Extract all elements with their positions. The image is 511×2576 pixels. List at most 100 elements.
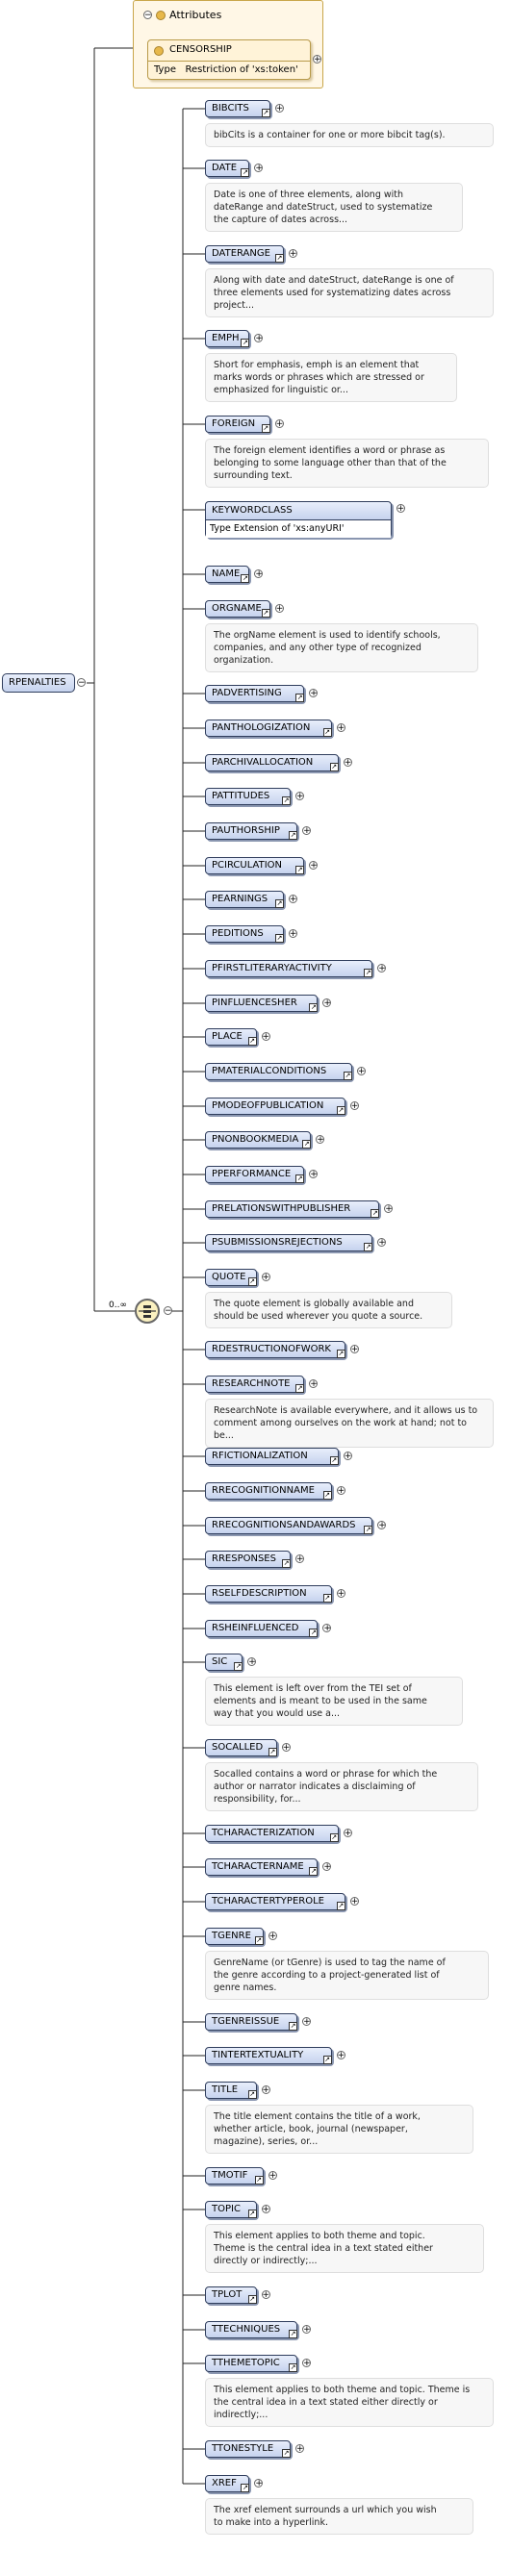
element-daterange[interactable]: DATERANGE↗ <box>205 245 284 263</box>
element-prelationswithpublisher[interactable]: PRELATIONSWITHPUBLISHER↗ <box>205 1200 380 1218</box>
expand-icon[interactable]: + <box>295 792 304 801</box>
element-topic[interactable]: TOPIC↗ <box>205 2201 257 2218</box>
element-psubmissionsrejections[interactable]: PSUBMISSIONSREJECTIONS↗ <box>205 1234 373 1251</box>
expand-icon[interactable]: + <box>349 1897 359 1907</box>
root-element[interactable]: RPENALTIES <box>2 673 75 693</box>
expand-icon[interactable]: + <box>268 2171 277 2181</box>
expand-icon[interactable]: + <box>309 689 319 698</box>
expand-icon[interactable]: + <box>377 964 387 973</box>
expand-icon[interactable]: + <box>349 1101 359 1111</box>
expand-icon[interactable]: + <box>254 164 264 173</box>
element-pmaterialconditions[interactable]: PMATERIALCONDITIONS↗ <box>205 1063 352 1080</box>
expand-icon[interactable]: + <box>322 1624 332 1633</box>
element-rdestructionofwork[interactable]: RDESTRUCTIONOFWORK↗ <box>205 1341 345 1358</box>
element-ttonestyle[interactable]: TTONESTYLE↗ <box>205 2440 291 2458</box>
element-rselfdescription[interactable]: RSELFDESCRIPTION↗ <box>205 1585 332 1603</box>
element-peditions[interactable]: PEDITIONS↗ <box>205 925 284 943</box>
element-title[interactable]: TITLE↗ <box>205 2082 257 2099</box>
expand-icon[interactable]: + <box>302 2325 312 2335</box>
expand-icon[interactable]: + <box>302 2017 312 2027</box>
expand-icon[interactable]: + <box>309 1379 319 1389</box>
element-ttechniques[interactable]: TTECHNIQUES↗ <box>205 2321 298 2338</box>
element-tmotif[interactable]: TMOTIF↗ <box>205 2167 264 2185</box>
expand-icon[interactable]: + <box>247 1657 257 1667</box>
element-rsheinfluenced[interactable]: RSHEINFLUENCED↗ <box>205 1620 319 1637</box>
expand-icon[interactable]: + <box>309 1170 319 1179</box>
element-date[interactable]: DATE↗ <box>205 160 250 177</box>
expand-icon[interactable]: + <box>336 1589 345 1599</box>
element-bibcits[interactable]: BIBCITS↗ <box>205 100 270 117</box>
expand-icon[interactable]: + <box>254 334 264 343</box>
root-collapse-icon[interactable]: − <box>77 678 86 688</box>
expand-icon[interactable]: + <box>288 249 297 259</box>
element-name[interactable]: NAME↗ <box>205 566 250 583</box>
expand-icon[interactable]: + <box>343 1829 352 1838</box>
expand-icon[interactable]: + <box>302 2359 312 2368</box>
expand-icon[interactable]: + <box>261 2085 270 2095</box>
element-place[interactable]: PLACE↗ <box>205 1028 257 1046</box>
element-pauthorship[interactable]: PAUTHORSHIP↗ <box>205 822 298 840</box>
element-tcharactertyperole[interactable]: TCHARACTERTYPEROLE↗ <box>205 1893 345 1910</box>
element-tintertextuality[interactable]: TINTERTEXTUALITY↗ <box>205 2047 332 2064</box>
expand-icon[interactable]: + <box>295 1554 304 1564</box>
element-pearnings[interactable]: PEARNINGS↗ <box>205 891 284 908</box>
element-rrecognitionsandawards[interactable]: RRECOGNITIONSANDAWARDS↗ <box>205 1517 373 1534</box>
expand-icon[interactable]: + <box>261 2290 270 2300</box>
expand-icon[interactable]: + <box>322 998 332 1008</box>
collapse-icon[interactable]: − <box>143 11 152 20</box>
element-pcirculation[interactable]: PCIRCULATION↗ <box>205 857 305 874</box>
choice-collapse-icon[interactable]: − <box>164 1306 172 1316</box>
expand-icon[interactable]: + <box>302 826 312 836</box>
element-panthologization[interactable]: PANTHOLOGIZATION↗ <box>205 720 332 737</box>
element-orgname[interactable]: ORGNAME↗ <box>205 600 270 618</box>
expand-icon[interactable]: + <box>322 1862 332 1872</box>
expand-icon[interactable]: + <box>274 419 284 429</box>
element-socalled[interactable]: SOCALLED↗ <box>205 1739 277 1756</box>
element-researchnote[interactable]: RESEARCHNOTE↗ <box>205 1376 305 1393</box>
element-tcharactername[interactable]: TCHARACTERNAME↗ <box>205 1858 319 1876</box>
element-tgenre[interactable]: TGENRE↗ <box>205 1928 264 1945</box>
expand-icon[interactable]: + <box>254 2479 264 2488</box>
expand-icon[interactable]: + <box>336 2051 345 2060</box>
element-pnonbookmedia[interactable]: PNONBOOKMEDIA↗ <box>205 1131 312 1149</box>
element-tthemetopic[interactable]: TTHEMETOPIC↗ <box>205 2355 298 2372</box>
element-rfictionalization[interactable]: RFICTIONALIZATION↗ <box>205 1448 339 1465</box>
element-xref[interactable]: XREF↗ <box>205 2475 250 2492</box>
element-tcharacterization[interactable]: TCHARACTERIZATION↗ <box>205 1825 339 1842</box>
expand-icon[interactable]: + <box>288 929 297 939</box>
expand-icon[interactable]: + <box>261 1273 270 1282</box>
element-rresponses[interactable]: RRESPONSES↗ <box>205 1551 291 1568</box>
element-pattitudes[interactable]: PATTITUDES↗ <box>205 788 291 805</box>
expand-icon[interactable]: + <box>349 1345 359 1354</box>
element-pfirstliteraryactivity[interactable]: PFIRSTLITERARYACTIVITY↗ <box>205 960 373 977</box>
expand-icon[interactable]: + <box>281 1743 291 1753</box>
element-rrecognitionname[interactable]: RRECOGNITIONNAME↗ <box>205 1482 332 1500</box>
expand-icon[interactable]: + <box>268 1932 277 1941</box>
expand-icon[interactable]: + <box>343 758 352 768</box>
expand-icon[interactable]: + <box>261 1032 270 1042</box>
expand-icon[interactable]: + <box>274 604 284 614</box>
expand-icon[interactable]: + <box>295 2444 304 2454</box>
element-quote[interactable]: QUOTE↗ <box>205 1269 257 1286</box>
expand-icon[interactable]: + <box>377 1521 387 1530</box>
expand-icon[interactable]: + <box>336 1486 345 1496</box>
element-sic[interactable]: SIC↗ <box>205 1654 243 1671</box>
expand-icon[interactable]: + <box>288 895 297 904</box>
element-pmodeofpublication[interactable]: PMODEOFPUBLICATION↗ <box>205 1098 345 1115</box>
element-pinfluencesher[interactable]: PINFLUENCESHER↗ <box>205 995 319 1012</box>
expand-icon[interactable]: + <box>396 504 405 514</box>
element-tplot[interactable]: TPLOT↗ <box>205 2286 257 2304</box>
expand-icon[interactable]: + <box>261 2205 270 2214</box>
expand-icon[interactable]: + <box>356 1067 366 1076</box>
element-foreign[interactable]: FOREIGN↗ <box>205 416 270 433</box>
expand-icon[interactable]: + <box>316 1135 325 1145</box>
expand-icon[interactable]: + <box>309 861 319 871</box>
expand-icon[interactable]: + <box>274 104 284 114</box>
element-emph[interactable]: EMPH↗ <box>205 330 250 347</box>
expand-icon[interactable]: + <box>384 1204 394 1214</box>
expand-icon[interactable]: + <box>336 723 345 733</box>
expand-icon[interactable]: + <box>313 55 321 64</box>
expand-icon[interactable]: + <box>254 569 264 579</box>
element-tgenreissue[interactable]: TGENREISSUE↗ <box>205 2013 298 2031</box>
